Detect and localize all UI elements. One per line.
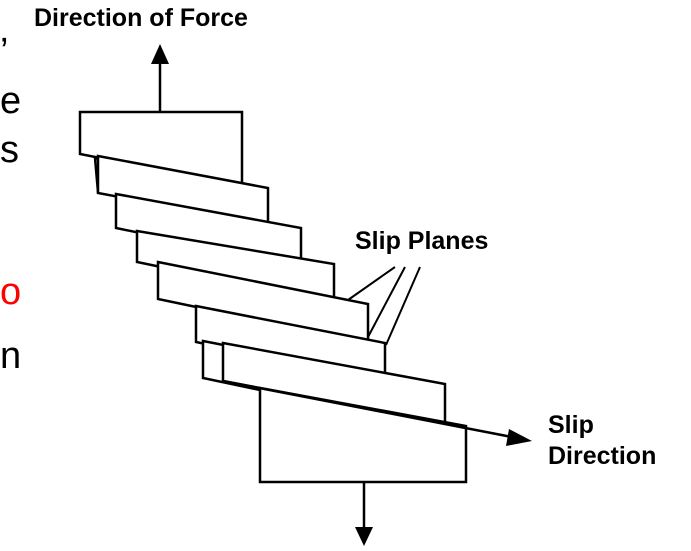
edge-glyph-2: e — [0, 80, 22, 122]
force-direction-title: Direction of Force — [34, 4, 248, 32]
slip-direction-label-line-2: Direction — [548, 442, 657, 470]
slip-direction-label: Slip Direction — [548, 410, 656, 472]
slip-planes-label: Slip Planes — [355, 227, 489, 255]
force-arrow-up-head — [151, 44, 169, 64]
slip-plane-leader-2 — [367, 266, 406, 338]
bottom-grip-block — [258, 386, 468, 484]
edge-glyph-4: o — [0, 271, 22, 313]
slip-plane-leader-1 — [347, 266, 396, 301]
edge-glyph-3: s — [0, 129, 19, 171]
slip-plane-leader-3 — [385, 266, 421, 346]
edge-glyph-1: ’ — [0, 31, 9, 73]
slip-direction-line — [222, 379, 513, 439]
edge-glyph-5: n — [0, 335, 22, 377]
slip-direction-arrowhead — [506, 429, 532, 446]
slip-direction-label-line-1: Slip — [548, 411, 594, 439]
force-arrow-down-head — [355, 527, 373, 546]
